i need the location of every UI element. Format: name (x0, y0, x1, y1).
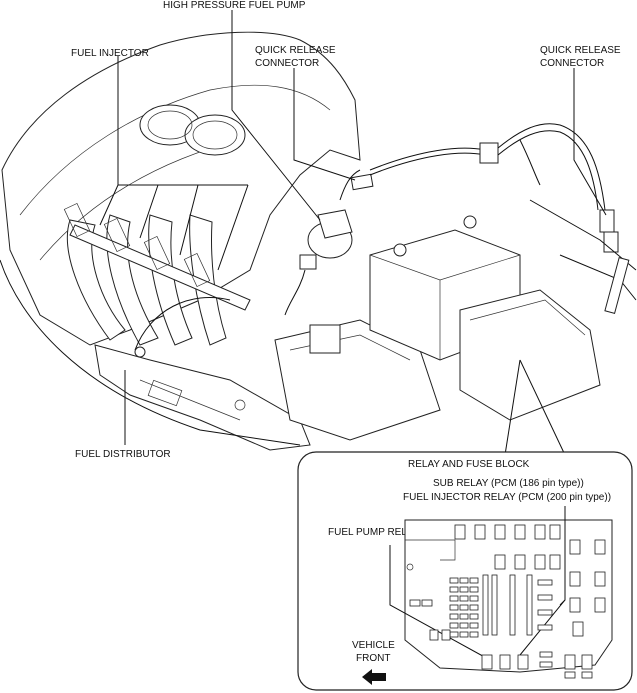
label-quick-release-2-l2: CONNECTOR (540, 58, 604, 69)
label-fuel-pump-relay: FUEL PUMP RELAY (328, 527, 420, 538)
label-vehicle-front-l1: VEHICLE (352, 640, 395, 651)
fuse-slots (482, 574, 553, 636)
label-quick-release-1-l2: CONNECTOR (255, 58, 319, 69)
engine-assembly (0, 31, 637, 451)
label-relay-and-fuse-block: RELAY AND FUSE BLOCK (408, 459, 530, 470)
label-quick-release-1-l1: QUICK RELEASE (255, 45, 336, 56)
fuse-block-housing (404, 519, 613, 673)
relay-row-bottom (481, 651, 593, 679)
label-quick-release-2-l1: QUICK RELEASE (540, 45, 621, 56)
callout-labels: HIGH PRESSURE FUEL PUMP FUEL INJECTOR QU… (71, 0, 621, 460)
label-sub-relay: SUB RELAY (PCM (186 pin type)) (433, 478, 584, 489)
label-fuel-distributor: FUEL DISTRIBUTOR (75, 449, 171, 460)
label-high-pressure-fuel-pump: HIGH PRESSURE FUEL PUMP (163, 0, 306, 11)
relay-row-top (454, 524, 606, 555)
mini-fuse-grid (409, 577, 479, 641)
leader-lines (99, 10, 607, 456)
label-fuel-injector-relay: FUEL INJECTOR RELAY (PCM (200 pin type)) (403, 492, 611, 503)
relay-fuse-block-inset: RELAY AND FUSE BLOCK SUB RELAY (PCM (186… (297, 451, 633, 691)
label-vehicle-front-l2: FRONT (356, 653, 390, 664)
left-arrow-icon (362, 669, 386, 685)
relay-row-second (494, 554, 606, 637)
label-fuel-injector: FUEL INJECTOR (71, 48, 149, 59)
